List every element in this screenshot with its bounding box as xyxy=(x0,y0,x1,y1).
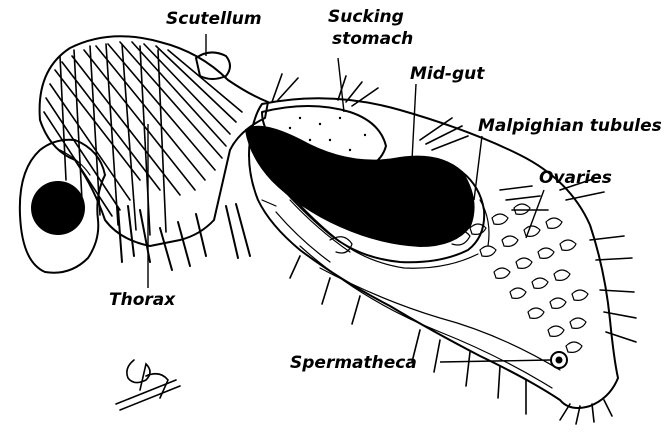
label-sucking-stomach-line2: stomach xyxy=(332,29,413,49)
label-sucking-stomach-line1: Sucking xyxy=(328,7,404,27)
legs xyxy=(118,200,276,270)
label-spermatheca: Spermatheca xyxy=(290,353,417,373)
mid-gut-leader xyxy=(412,84,416,160)
label-ovaries: Ovaries xyxy=(539,168,612,188)
label-mid-gut: Mid-gut xyxy=(410,64,485,84)
label-thorax: Thorax xyxy=(109,290,176,310)
spermatheca xyxy=(551,352,567,368)
compound-eye xyxy=(31,181,85,235)
ovaries xyxy=(470,204,588,352)
artist-monogram xyxy=(116,360,180,410)
label-scutellum: Scutellum xyxy=(166,9,262,29)
label-malpighian-tubules: Malpighian tubules xyxy=(478,116,662,136)
spermatheca-leader xyxy=(440,360,550,362)
